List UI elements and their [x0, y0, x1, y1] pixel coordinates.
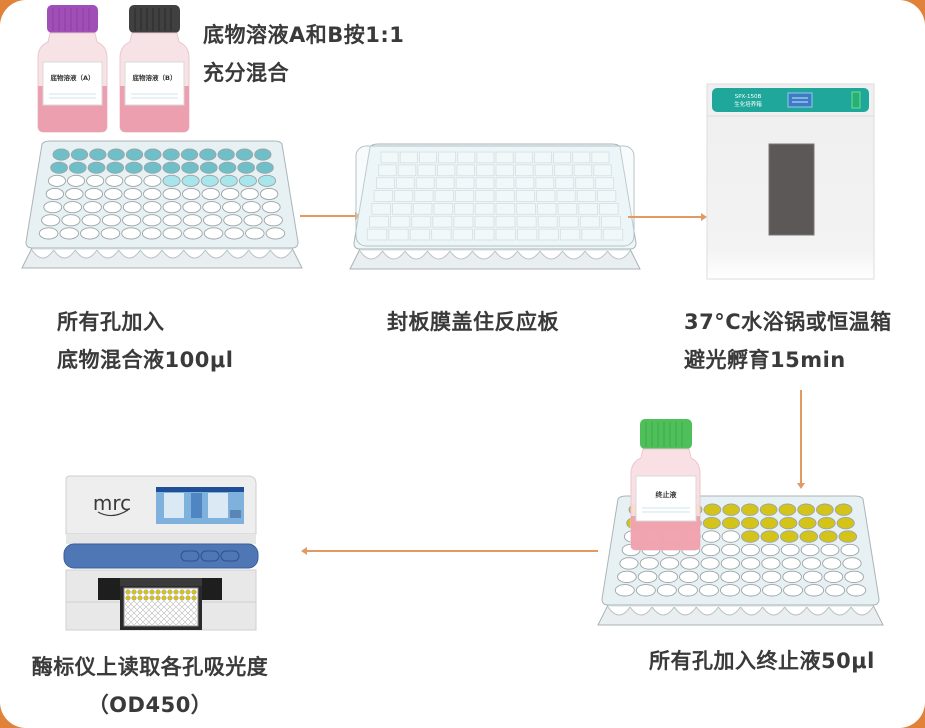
arrow-right-icon: [628, 213, 707, 221]
stop-bottle-label: 终止液: [656, 490, 678, 499]
step-stop-line-1: 所有孔加入终止液50μl: [649, 649, 875, 673]
step-read-label: 酶标仪上读取各孔吸光度 （OD450）: [14, 648, 286, 724]
step-mix-line-1: 底物溶液A和B按1:1: [203, 23, 405, 47]
step-read-line-2: （OD450）: [87, 693, 213, 717]
step-incubate-label: 37°C水浴锅或恒温箱 避光孵育15min: [684, 303, 892, 379]
stop-bottle-illustration: 终止液: [630, 419, 701, 551]
bottle-b-label: 底物溶液（B）: [133, 73, 177, 82]
sealed-plate-illustration: [349, 143, 641, 270]
step-add-substrate-line-1: 所有孔加入: [57, 310, 165, 334]
step-incubate-line-2: 避光孵育15min: [684, 348, 846, 372]
bottle-b-illustration: 底物溶液（B）: [119, 5, 190, 133]
incubator-name: 生化培养箱: [734, 100, 762, 108]
step-seal-label: 封板膜盖住反应板: [387, 303, 559, 341]
reader-brand-logo: mrc: [93, 491, 131, 515]
arrow-down-icon: [797, 390, 805, 489]
incubator-model: SPX-150B: [735, 94, 762, 100]
arrow-left-icon: [301, 547, 598, 555]
step-seal-line-1: 封板膜盖住反应板: [387, 310, 559, 334]
step-incubate-line-1: 37°C水浴锅或恒温箱: [684, 310, 892, 334]
incubator-illustration: SPX-150B 生化培养箱: [706, 83, 875, 280]
substrate-plate-illustration: [21, 140, 303, 269]
step-add-substrate-line-2: 底物混合液100μl: [57, 348, 234, 372]
step-mix-label: 底物溶液A和B按1:1 充分混合: [203, 16, 404, 92]
step-stop-label: 所有孔加入终止液50μl: [649, 642, 875, 680]
step-add-substrate-label: 所有孔加入 底物混合液100μl: [57, 303, 234, 379]
step-read-line-1: 酶标仪上读取各孔吸光度: [31, 655, 269, 679]
bottle-a-illustration: 底物溶液（A）: [37, 5, 108, 133]
microplate-reader-illustration: mrc: [63, 475, 259, 631]
bottle-a-label: 底物溶液（A）: [50, 73, 94, 82]
step-mix-line-2: 充分混合: [203, 61, 289, 85]
